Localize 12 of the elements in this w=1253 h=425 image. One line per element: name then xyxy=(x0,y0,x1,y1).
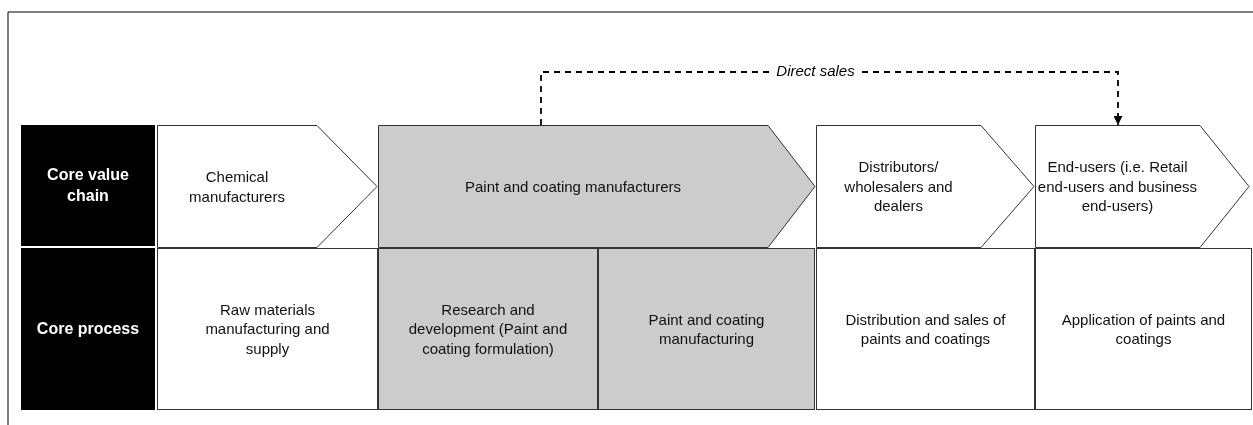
node-label: Distribution and sales of paints and coatings xyxy=(844,309,1007,349)
row-label: Core value chain xyxy=(46,164,130,206)
node-label: Distributors/ wholesalers and dealers xyxy=(843,157,954,216)
node-label: Research and development (Paint and coating formulation) xyxy=(407,299,569,359)
node-label: Paint and coating manufacturers xyxy=(465,176,681,197)
node-label: Chemical manufacturers xyxy=(188,167,286,206)
dashed-arrow xyxy=(540,71,1123,126)
node-label: End-users (i.e. Retail end-users and business end-users) xyxy=(1037,157,1198,216)
row-label: Core process xyxy=(36,318,140,339)
node-label: Application of paints and coatings xyxy=(1060,309,1227,349)
node-label: Paint and coating manufacturing xyxy=(647,309,766,349)
node-label: Raw materials manufacturing and supply xyxy=(204,299,331,359)
